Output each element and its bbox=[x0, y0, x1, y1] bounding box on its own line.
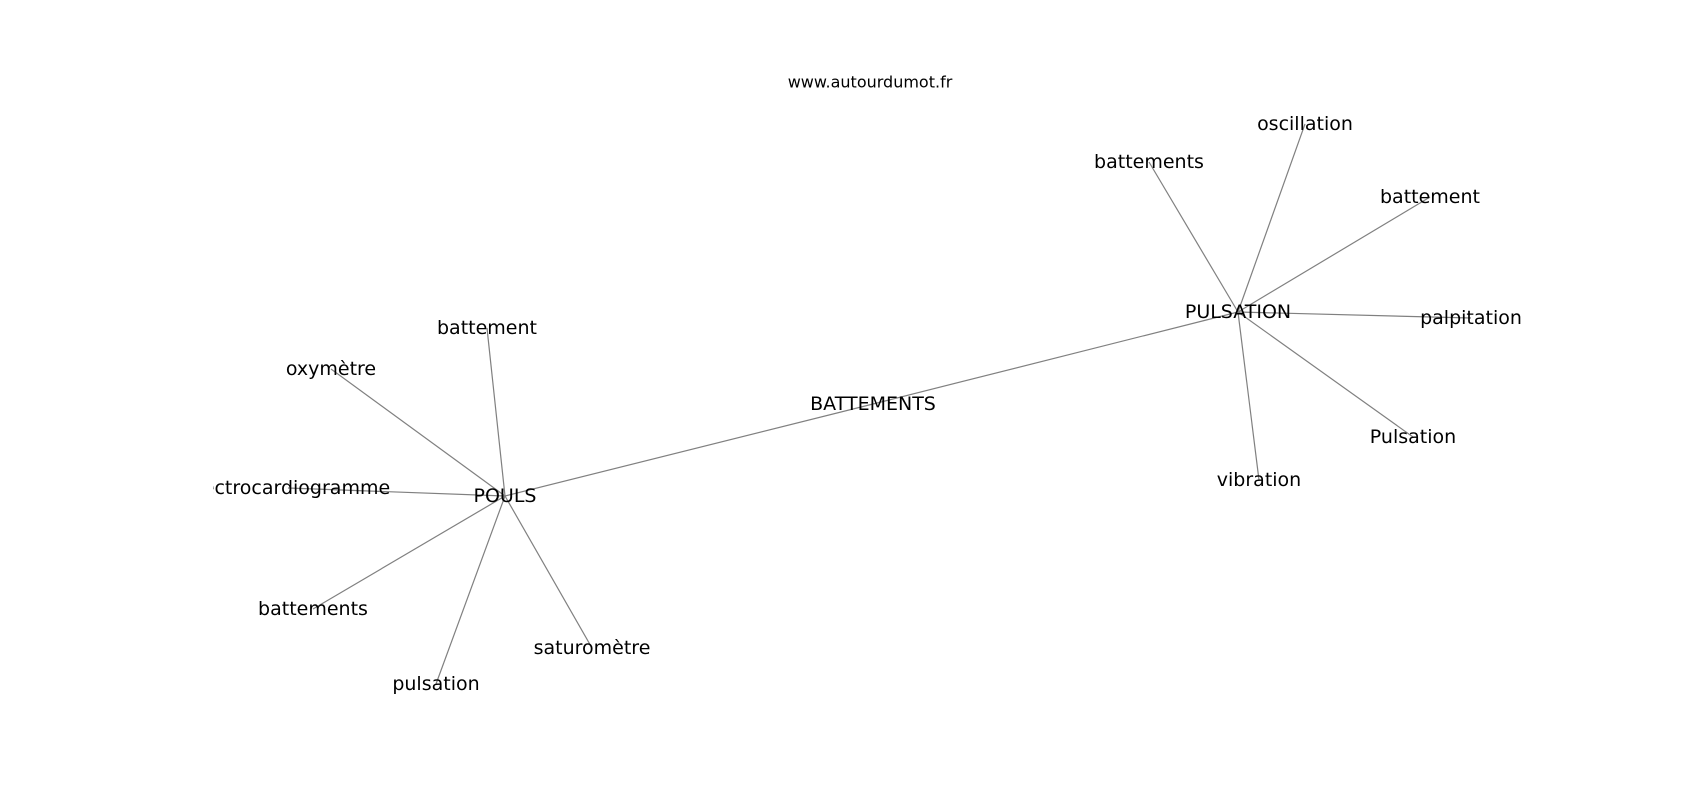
node-label-q-vibration[interactable]: vibration bbox=[1217, 469, 1301, 491]
labels-layer: BATTEMENTS POULS PULSATION battement oxymètr… bbox=[186, 113, 1522, 695]
node-label-p-oxymetre[interactable]: oxymètre bbox=[286, 358, 376, 380]
node-label-p-pulsation[interactable]: pulsation bbox=[392, 673, 479, 695]
node-label-center[interactable]: BATTEMENTS bbox=[810, 393, 936, 415]
edge-pouls-p_battements bbox=[312, 495, 506, 610]
edge-pulsation_hub-q_battement bbox=[1237, 196, 1431, 313]
node-label-q-battements[interactable]: battements bbox=[1094, 151, 1204, 173]
edge-center-pouls bbox=[504, 403, 874, 497]
edge-pouls-p_pulsation bbox=[435, 495, 506, 685]
edge-pulsation_hub-q_battements bbox=[1148, 161, 1239, 313]
node-label-q-palpitation[interactable]: palpitation bbox=[1420, 307, 1522, 329]
node-label-p-saturometre[interactable]: saturomètre bbox=[534, 637, 651, 659]
edge-center-pulsation_hub bbox=[872, 311, 1239, 405]
edge-pulsation_hub-q_oscillation bbox=[1237, 123, 1306, 313]
node-label-p-battement[interactable]: battement bbox=[437, 317, 537, 339]
node-label-q-oscillation[interactable]: oscillation bbox=[1257, 113, 1353, 135]
node-label-p-battements[interactable]: battements bbox=[258, 598, 368, 620]
edge-pouls-p_oxymetre bbox=[330, 368, 506, 497]
edge-pulsation_hub-q_vibration bbox=[1237, 311, 1260, 481]
edge-pouls-p_saturometre bbox=[504, 495, 593, 649]
edge-pouls-p_electro bbox=[287, 487, 506, 497]
edge-pulsation_hub-q_palpitation bbox=[1237, 311, 1472, 319]
watermark: www.autourdumot.fr bbox=[788, 73, 953, 92]
edge-pulsation_hub-q_pulsation bbox=[1237, 311, 1414, 438]
node-label-pouls[interactable]: POULS bbox=[474, 485, 537, 507]
node-label-q-pulsation[interactable]: Pulsation bbox=[1370, 426, 1456, 448]
node-label-q-battement[interactable]: battement bbox=[1380, 186, 1480, 208]
node-label-pulsation-hub[interactable]: PULSATION bbox=[1185, 301, 1291, 323]
edges-layer bbox=[287, 123, 1472, 685]
node-label-p-electro[interactable]: électrocardiogramme bbox=[186, 477, 390, 499]
edge-pouls-p_battement bbox=[486, 327, 506, 497]
